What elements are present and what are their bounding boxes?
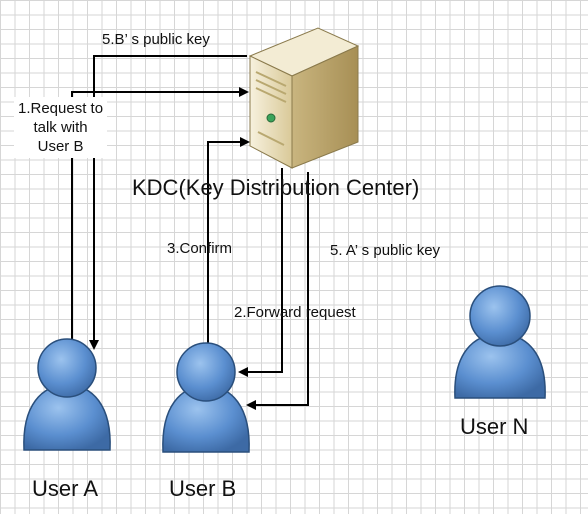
step-forward-label: 2.Forward request [234, 304, 356, 321]
user-b-icon [162, 342, 250, 453]
user-n-icon [454, 285, 546, 399]
a-key-arrow [246, 172, 309, 410]
step-a-key-label: 5. A’ s public key [330, 242, 441, 259]
request-arrow [71, 87, 249, 342]
b-key-arrow [89, 55, 247, 350]
forward-arrow [238, 168, 283, 377]
confirm-arrow [207, 137, 250, 406]
step-b-key-label: 5.B’ s public key [102, 31, 210, 48]
kdc-server-icon [248, 27, 360, 169]
user-a-label: User A [32, 476, 99, 501]
step-confirm-label: 3.Confirm [167, 240, 233, 257]
step-request-label: 1.Request to talk with User B [14, 97, 108, 158]
kdc-label: KDC(Key Distribution Center) [132, 175, 420, 200]
user-n-label: User N [460, 414, 529, 439]
user-a-icon [23, 338, 111, 451]
user-b-label: User B [169, 476, 237, 501]
